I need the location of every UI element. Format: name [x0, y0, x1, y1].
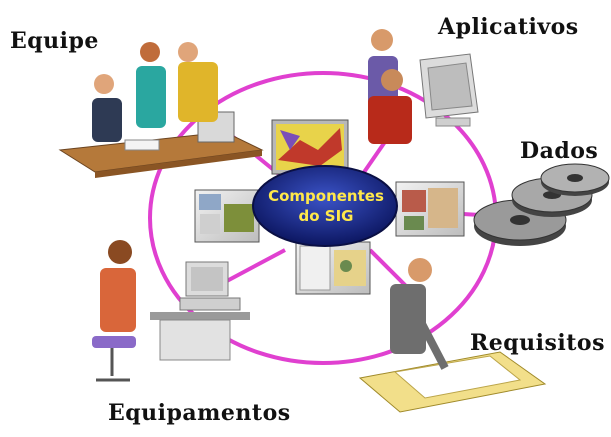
- equipamentos-illustration: [92, 240, 250, 382]
- map-thumbnail-right: [395, 181, 465, 237]
- app-thumbnail-left: [194, 189, 260, 243]
- hub-title-line-1: Componentes: [268, 187, 384, 205]
- label-equipe: Equipe: [10, 28, 99, 54]
- hub-title: Componentes do SIG: [252, 186, 400, 226]
- dados-illustration: [473, 163, 610, 246]
- equipe-illustration: [58, 42, 264, 178]
- hub-title-line-2: do SIG: [298, 207, 354, 225]
- label-dados: Dados: [520, 138, 599, 164]
- aplicativos-illustration: [368, 29, 479, 144]
- label-requisitos: Requisitos: [470, 330, 605, 356]
- label-equipamentos: Equipamentos: [108, 400, 291, 426]
- requisitos-illustration: [358, 258, 547, 413]
- map-thumbnail-top: [271, 119, 349, 175]
- app-thumbnail-bottom: [295, 241, 371, 295]
- hub-ellipse: [252, 165, 398, 247]
- label-aplicativos: Aplicativos: [438, 14, 579, 40]
